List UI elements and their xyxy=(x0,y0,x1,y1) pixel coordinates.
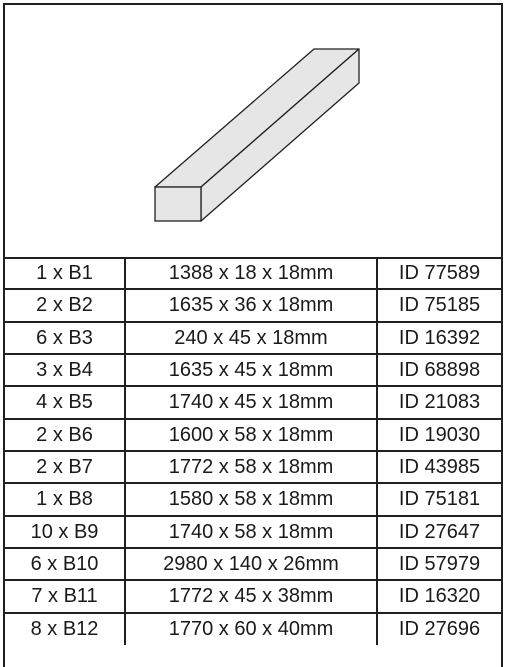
part-quantity: 4 x B5 xyxy=(5,386,126,420)
part-quantity: 3 x B4 xyxy=(5,353,126,388)
part-id: ID 75181 xyxy=(377,483,501,517)
part-dimensions: 1772 x 58 x 18mm xyxy=(125,450,378,485)
part-dimensions: 1740 x 58 x 18mm xyxy=(125,515,378,549)
part-quantity: 1 x B8 xyxy=(5,483,126,517)
part-id: ID 77589 xyxy=(377,257,501,291)
part-quantity: 2 x B2 xyxy=(5,289,126,323)
part-quantity: 8 x B12 xyxy=(5,612,126,645)
part-id: ID 43985 xyxy=(377,450,501,485)
part-dimensions: 2980 x 140 x 26mm xyxy=(125,547,378,582)
part-dimensions: 1580 x 58 x 18mm xyxy=(125,483,378,517)
part-id: ID 19030 xyxy=(377,418,501,452)
part-quantity: 6 x B10 xyxy=(5,547,126,582)
part-id: ID 68898 xyxy=(377,353,501,388)
batten-end-face xyxy=(154,186,202,222)
part-id: ID 16320 xyxy=(377,580,501,614)
part-dimensions: 1772 x 45 x 38mm xyxy=(125,580,378,614)
part-dimensions: 1635 x 45 x 18mm xyxy=(125,353,378,388)
part-id: ID 16392 xyxy=(377,321,501,355)
part-dimensions: 1600 x 58 x 18mm xyxy=(125,418,378,452)
part-quantity: 10 x B9 xyxy=(5,515,126,549)
part-id: ID 21083 xyxy=(377,386,501,420)
part-id: ID 57979 xyxy=(377,547,501,582)
part-quantity: 6 x B3 xyxy=(5,321,126,355)
part-id: ID 27696 xyxy=(398,618,481,641)
part-quantity: 1 x B1 xyxy=(5,257,126,291)
part-dimensions: 1635 x 36 x 18mm xyxy=(125,289,378,323)
part-quantity: 2 x B7 xyxy=(5,450,126,485)
wooden-batten-icon xyxy=(154,48,360,222)
part-dimensions: 1770 x 60 x 40mm xyxy=(125,612,378,645)
part-quantity: 7 x B11 xyxy=(5,580,126,614)
part-dimensions: 240 x 45 x 18mm xyxy=(125,321,378,355)
part-quantity: 2 x B6 xyxy=(5,418,126,452)
batten-illustration xyxy=(5,5,501,259)
part-dimensions: 1740 x 45 x 18mm xyxy=(125,386,378,420)
part-id: ID 27647 xyxy=(377,515,501,549)
part-id: ID 75185 xyxy=(377,289,501,323)
part-dimensions: 1388 x 18 x 18mm xyxy=(125,257,378,291)
